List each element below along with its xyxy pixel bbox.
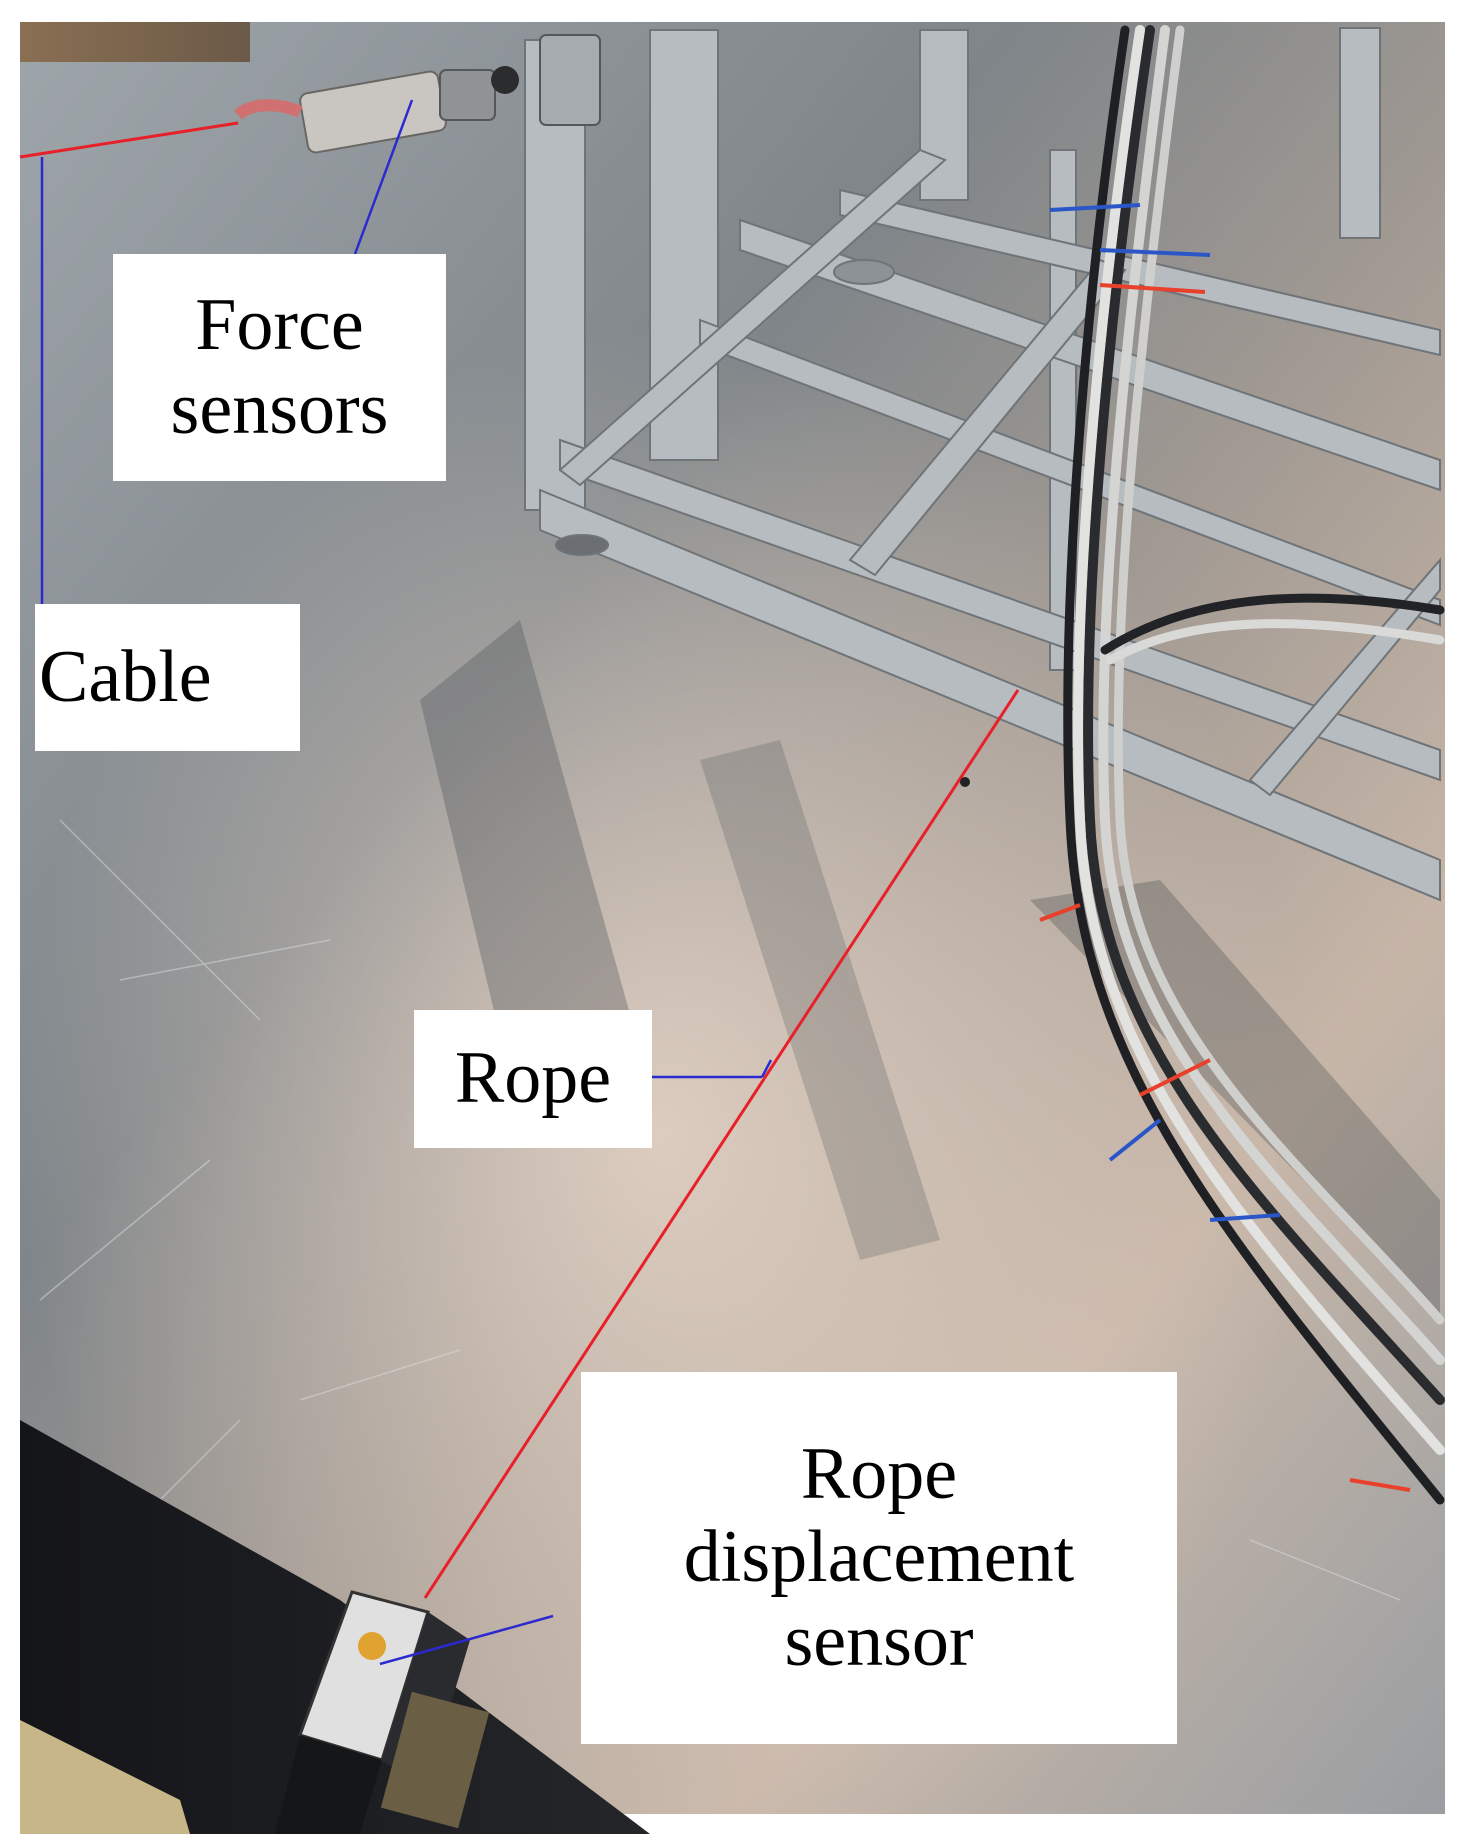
cable-label: Cable [35,604,300,751]
rope-displacement-sensor-device [275,1590,490,1834]
rope-label: Rope [414,1010,652,1148]
rds-label-line1: Rope [800,1432,958,1515]
cable-ties [1039,203,1411,1492]
rope-displacement-sensor-label: Rope displacement sensor [581,1372,1177,1744]
force-sensors-label-line2: sensors [170,367,389,450]
rds-label-line2: displacement [683,1516,1075,1599]
cable-label-text: Cable [39,635,212,718]
bench [20,1420,650,1834]
force-sensors-label: Force sensors [113,254,446,481]
leader-lines [40,99,773,1666]
force-sensors-label-line1: Force [195,283,364,366]
rope-label-text: Rope [454,1037,612,1120]
rds-label-line3: sensor [784,1599,974,1682]
rope [19,121,1020,1599]
force-sensor-assembly [234,34,601,154]
